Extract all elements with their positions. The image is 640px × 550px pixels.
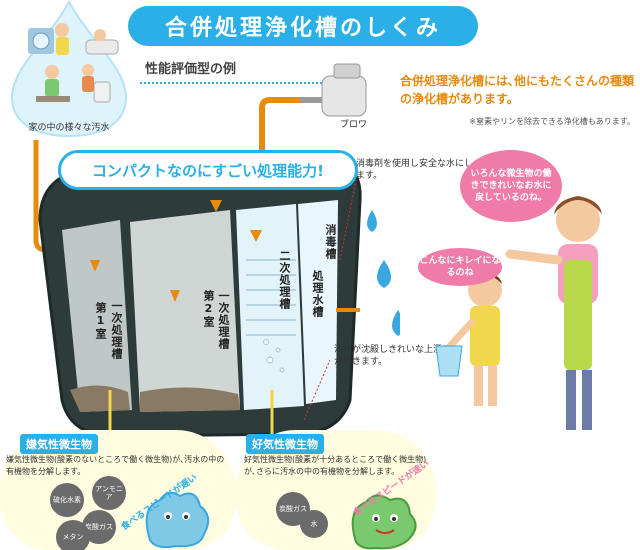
household-drop-icon: [10, 0, 128, 138]
aerobic-description: 好気性微生物(酸素が十分あるところで働く微生物)が､さらに汚水の中の有機物を分解…: [244, 455, 427, 476]
anaerobic-title: 嫌気性微生物: [20, 434, 98, 454]
label-secondary-tank: 二次処理槽: [278, 250, 291, 310]
blower-label: ブロワ: [340, 120, 368, 130]
household-illustration: 家の中の様々な汚水: [8, 0, 130, 138]
label-room-2: 第2室: [202, 290, 215, 328]
anaerobic-microbe-icon: [145, 491, 210, 549]
gas-ammonia-bubble: アンモニア: [92, 476, 126, 510]
info-main-text: 合併処理浄化槽には､他にもたくさんの種類の浄化槽があります。: [400, 74, 635, 106]
label-treated-water-tank: 処理水槽: [311, 270, 324, 318]
aerobic-title: 好気性微生物: [246, 434, 324, 454]
subtitle-underline: [140, 82, 330, 84]
label-primary-tank-1: 一次処理槽: [110, 300, 123, 360]
subtitle: 性能評価型の例: [145, 62, 237, 77]
label-disinfection-tank: 消毒槽: [324, 224, 337, 260]
info-block: 合併処理浄化槽には､他にもたくさんの種類の浄化槽があります。 ※窒素やリンを除去…: [400, 72, 635, 127]
disinfect-note: 消毒剤を使用し安全な水にします。: [356, 159, 474, 181]
anaerobic-description: 嫌気性微生物(酸素のないところで働く微生物)が､汚水の中の有機物を分解します。: [6, 455, 225, 476]
mother-and-child-illustration: [435, 196, 602, 430]
speech-bubble-child: こんなにキレイになるのね: [418, 248, 502, 286]
blower-icon: [300, 63, 367, 117]
gas-methane-bubble: メタン: [56, 520, 90, 550]
overflow-note: 汚れが沈殿しきれいな上澄みができます。: [334, 345, 452, 367]
household-label: 家の中の様々な汚水: [28, 123, 110, 133]
gas-h2s-bubble: 硫化水素: [50, 483, 84, 517]
label-room-1: 第1室: [94, 302, 107, 340]
aerobic-panel: 好気性微生物 好気性微生物(酸素が十分あるところで働く微生物)が､さらに汚水の中…: [236, 430, 436, 550]
gas-co2-bubble-aerobic: 炭酸ガス: [276, 492, 310, 526]
info-note-text: ※窒素やリンを除去できる浄化槽もあります。: [469, 117, 635, 126]
aerobic-microbe-icon: [351, 494, 417, 550]
water-bubble: 水: [300, 510, 328, 538]
speech-bubble-mother: いろんな微生物の働きできれいなお水に戻しているのね。: [460, 150, 562, 222]
page-title: 合併処理浄化槽のしくみ: [128, 6, 478, 46]
slogan-banner: コンパクトなのにすごい処理能力!: [58, 150, 358, 190]
label-primary-tank-2: 一次処理槽: [217, 290, 230, 350]
